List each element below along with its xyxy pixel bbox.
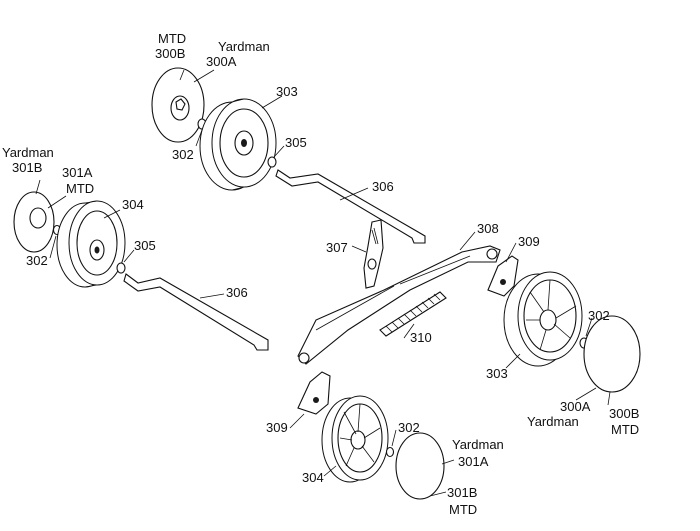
hubcap-top [151, 67, 205, 143]
label-yardman-right: Yardman [527, 414, 579, 429]
label-304-left: 304 [122, 197, 144, 212]
bracket-308 [297, 245, 501, 365]
label-mtd-right: MTD [611, 422, 639, 437]
axle-left-306 [123, 273, 269, 351]
label-302-bottom: 302 [398, 420, 420, 435]
axle-top-306 [275, 169, 426, 244]
label-mtd-top: MTD [158, 31, 186, 46]
label-mtd-left: MTD [66, 181, 94, 196]
label-303-right: 303 [486, 366, 508, 381]
label-300b-top: 300B [155, 46, 185, 61]
label-301a-bottom: 301A [458, 454, 489, 469]
label-302-top: 302 [172, 147, 194, 162]
hubcap-left [13, 191, 55, 253]
hubcap-right [583, 315, 641, 393]
label-yardman-bottom: Yardman [452, 437, 504, 452]
label-309-right: 309 [518, 234, 540, 249]
label-300a-right: 300A [560, 399, 591, 414]
wheel-bottom-304 [321, 395, 389, 483]
label-307: 307 [326, 240, 348, 255]
label-305-top: 305 [285, 135, 307, 150]
label-yardman-left: Yardman [2, 145, 54, 160]
adjuster-lever-307 [363, 219, 384, 289]
label-310: 310 [410, 330, 432, 345]
wheel-right-303 [503, 271, 583, 367]
label-yardman-top: Yardman [218, 39, 270, 54]
washer-top-305 [267, 156, 277, 168]
label-302-right: 302 [588, 308, 610, 323]
label-305-left: 305 [134, 238, 156, 253]
label-306-top: 306 [372, 179, 394, 194]
pivot-plate-right-309 [487, 255, 519, 297]
label-301b-left: 301B [12, 160, 42, 175]
label-301a-left: 301A [62, 165, 93, 180]
leader-lines [35, 69, 611, 497]
label-309-bottom: 309 [266, 420, 288, 435]
label-303-top: 303 [276, 84, 298, 99]
label-304-bottom: 304 [302, 470, 324, 485]
pivot-plate-bottom-309 [297, 371, 331, 415]
wheel-left-304 [56, 200, 126, 288]
washer-bottom-302 [385, 446, 395, 458]
hubcap-bottom [395, 432, 445, 500]
label-300b-right: 300B [609, 406, 639, 421]
spring-310 [379, 291, 447, 337]
label-308: 308 [477, 221, 499, 236]
label-300a-top: 300A [206, 54, 237, 69]
label-mtd-bottom: MTD [449, 502, 477, 517]
part-labels: MTD 300B Yardman 300A 303 302 305 306 Ya… [2, 31, 639, 517]
washer-left-305 [116, 262, 126, 274]
wheel-top-303 [199, 98, 277, 191]
label-301b-bottom: 301B [447, 485, 477, 500]
label-306-left: 306 [226, 285, 248, 300]
label-302-left: 302 [26, 253, 48, 268]
